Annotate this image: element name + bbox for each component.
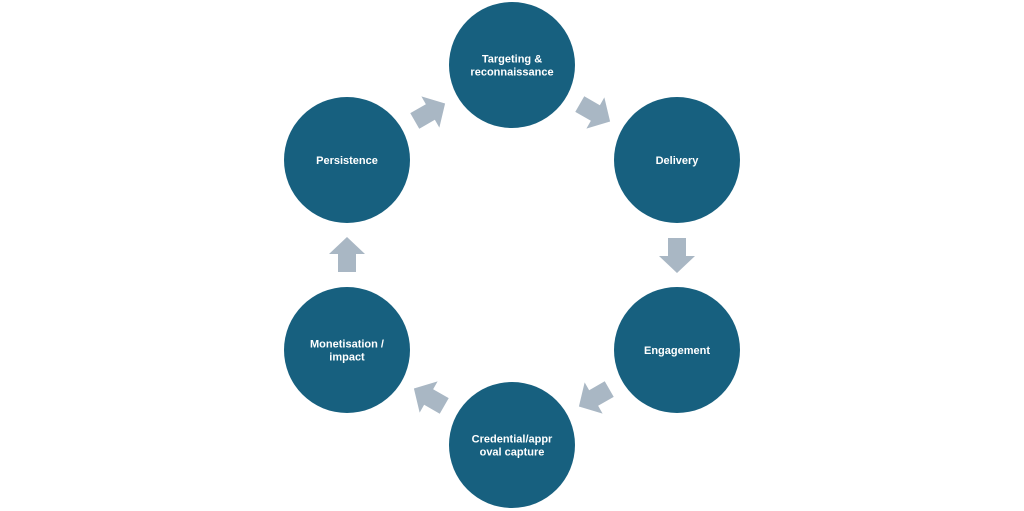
- node-circle: [284, 287, 410, 413]
- node-label: oval capture: [480, 447, 545, 459]
- node-label: Credential/appr: [472, 434, 553, 446]
- node-label: impact: [329, 352, 365, 364]
- node-label: Targeting &: [482, 54, 542, 66]
- nodes-group: Targeting &reconnaissanceDeliveryEngagem…: [284, 2, 740, 508]
- node-persistence: Persistence: [284, 97, 410, 223]
- node-circle: [449, 382, 575, 508]
- node-circle: [614, 97, 740, 223]
- arrow-monetisation-to-persistence-icon: [329, 237, 365, 272]
- arrows-group: [329, 96, 695, 414]
- arrow-delivery-to-engagement-icon: [659, 238, 695, 273]
- node-circle: [449, 2, 575, 128]
- arrow-targeting-to-delivery-icon: [575, 96, 611, 129]
- node-label: Engagement: [644, 345, 710, 357]
- node-label: reconnaissance: [470, 67, 553, 79]
- node-label: Monetisation /: [310, 339, 384, 351]
- node-label: Delivery: [656, 155, 700, 167]
- node-circle: [614, 287, 740, 413]
- node-label: Persistence: [316, 155, 378, 167]
- node-delivery: Delivery: [614, 97, 740, 223]
- node-targeting: Targeting &reconnaissance: [449, 2, 575, 128]
- arrow-persistence-to-targeting-icon: [410, 96, 446, 129]
- node-monetisation: Monetisation /impact: [284, 287, 410, 413]
- arrow-engagement-to-credential-icon: [578, 381, 614, 414]
- arrow-credential-to-monetisation-icon: [413, 381, 449, 414]
- node-circle: [284, 97, 410, 223]
- node-engagement: Engagement: [614, 287, 740, 413]
